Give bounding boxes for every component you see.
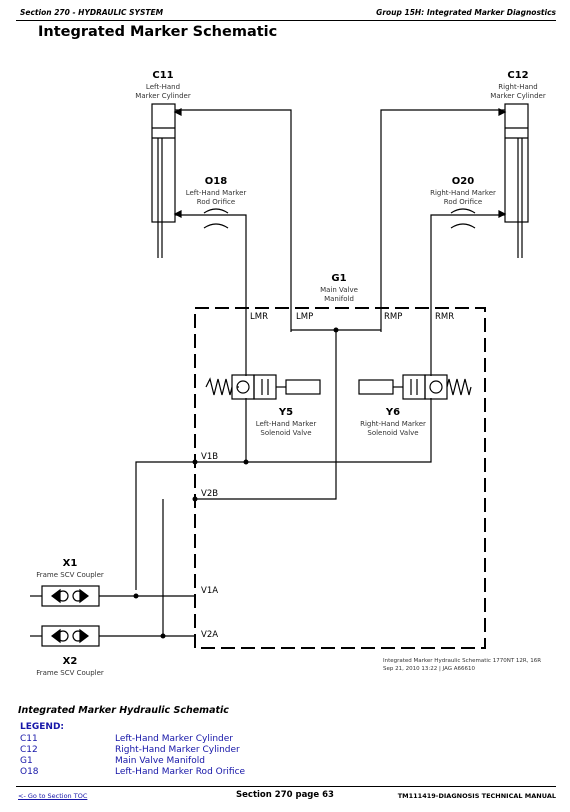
- y5-desc-1: Left-Hand Marker: [256, 420, 317, 428]
- line-lmr: [175, 214, 247, 376]
- header-section: Section 270 - HYDRAULIC SYSTEM: [20, 8, 164, 17]
- legend-desc: Main Valve Manifold: [115, 756, 205, 766]
- header-group: Group 15H: Integrated Marker Diagnostics: [376, 8, 556, 17]
- y6-code: Y6: [385, 407, 400, 418]
- line-rmp: [380, 109, 505, 332]
- c11-desc-2: Marker Cylinder: [135, 92, 191, 100]
- line-manifold-feed: [195, 330, 337, 500]
- line-lmp: [175, 109, 292, 332]
- port-v1b: V1B: [201, 452, 218, 462]
- y5-desc-2: Solenoid Valve: [260, 429, 311, 437]
- line-rmr: [430, 214, 505, 376]
- port-v2b: V2B: [201, 489, 218, 499]
- go-to-section-toc-link[interactable]: <- Go to Section TOC: [18, 792, 88, 800]
- legend-code: C12: [20, 745, 38, 755]
- right-cylinder-symbol: [498, 103, 529, 258]
- c12-desc-1: Right-Hand: [498, 83, 537, 91]
- c11-code: C11: [152, 70, 173, 81]
- port-lmp: LMP: [296, 312, 313, 322]
- header-divider: [16, 20, 556, 21]
- o18-desc-1: Left-Hand Marker: [186, 189, 247, 197]
- page-title: Integrated Marker Schematic: [38, 24, 278, 40]
- port-v2a: V2A: [201, 630, 218, 640]
- x1-code: X1: [63, 558, 78, 569]
- g1-desc-2: Manifold: [324, 295, 354, 303]
- manual-title: TM111419-DIAGNOSIS TECHNICAL MANUAL: [397, 792, 556, 800]
- o20-orifice-symbol: [450, 208, 476, 229]
- legend-title: LEGEND:: [20, 722, 65, 732]
- o20-desc-2: Rod Orifice: [444, 198, 482, 206]
- y5-valve-symbol: [205, 374, 321, 400]
- y6-valve-symbol: [358, 374, 472, 400]
- figure-ref-line1: Integrated Marker Hydraulic Schematic 17…: [383, 658, 541, 664]
- hydraulic-schematic: C11 Left-Hand Marker Cylinder C12 Right-…: [30, 70, 546, 677]
- g1-code: G1: [331, 273, 346, 284]
- y6-desc-2: Solenoid Valve: [367, 429, 418, 437]
- left-cylinder-symbol: [151, 103, 182, 258]
- footer-divider: [16, 786, 556, 787]
- port-rmp: RMP: [384, 312, 402, 322]
- legend-code: C11: [20, 734, 38, 744]
- legend-code: G1: [20, 756, 33, 766]
- port-lmr: LMR: [250, 312, 268, 322]
- x2-coupler-symbol: [30, 625, 100, 647]
- figure-caption: Integrated Marker Hydraulic Schematic: [18, 705, 229, 716]
- x2-desc: Frame SCV Coupler: [36, 669, 104, 677]
- y6-desc-1: Right-Hand Marker: [360, 420, 426, 428]
- port-rmr: RMR: [435, 312, 454, 322]
- o20-desc-1: Right-Hand Marker: [430, 189, 496, 197]
- legend-desc: Left-Hand Marker Rod Orifice: [115, 767, 246, 777]
- o18-orifice-symbol: [203, 208, 229, 229]
- o20-code: O20: [452, 176, 474, 187]
- page-number: Section 270 page 63: [236, 790, 334, 800]
- figure-ref-line2: Sep 21, 2010 13:22 | JAG A66610: [383, 666, 476, 672]
- o18-desc-2: Rod Orifice: [197, 198, 235, 206]
- c12-desc-2: Marker Cylinder: [490, 92, 546, 100]
- legend-code: O18: [20, 767, 39, 777]
- c11-desc-1: Left-Hand: [146, 83, 180, 91]
- port-v1a: V1A: [201, 586, 218, 596]
- x1-desc: Frame SCV Coupler: [36, 571, 104, 579]
- c12-code: C12: [507, 70, 528, 81]
- o18-code: O18: [205, 176, 227, 187]
- g1-desc-1: Main Valve: [320, 286, 358, 294]
- x1-coupler-symbol: [30, 585, 100, 607]
- main-valve-manifold-box: [194, 307, 486, 649]
- x2-code: X2: [63, 656, 78, 667]
- legend-desc: Right-Hand Marker Cylinder: [115, 745, 240, 755]
- legend-desc: Left-Hand Marker Cylinder: [115, 734, 233, 744]
- y5-code: Y5: [278, 407, 293, 418]
